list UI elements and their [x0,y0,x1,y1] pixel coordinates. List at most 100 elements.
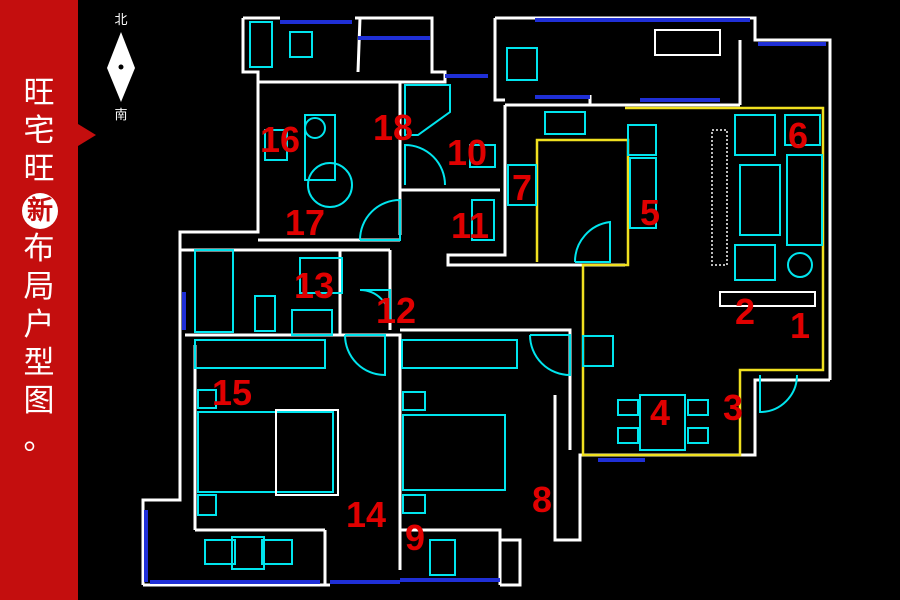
nightstand-icon [402,391,426,411]
cabinet-icon [471,199,495,241]
wardrobe-icon [401,339,518,369]
shower-corner-icon [404,84,451,136]
coffee-table-icon [739,164,781,236]
room-label-6: 6 [788,115,808,156]
door-icon [359,198,401,241]
room-label-2: 2 [735,291,755,332]
fridge-icon [627,124,657,156]
tv-cabinet-icon [719,291,816,307]
door-icon [529,334,571,377]
zone-border [535,106,825,457]
bed-icon [402,414,506,491]
cabinet-icon [249,21,273,68]
windows [144,18,826,584]
room-label-7: 7 [512,167,532,208]
wall [446,105,625,267]
banner-highlight-char: 新 [22,193,58,229]
nightstand-icon [402,494,426,514]
plant-icon [429,539,456,576]
room-label-18: 18 [373,107,413,148]
banner-char: 局 [23,269,55,305]
compass: 北 南 [107,13,135,123]
banner-char: 户 [23,307,55,343]
room-label-8: 8 [532,479,552,520]
chair-icon [617,399,639,416]
door-icon [573,220,611,263]
banner-char: 布 [23,231,55,267]
wall [500,538,522,587]
living-zone-outline [535,106,825,457]
armchair-icon [734,114,776,156]
wardrobe-icon [194,339,326,369]
room-label-16: 16 [260,119,300,160]
armchair-icon [784,114,821,146]
stove-icon [507,164,537,206]
left-banner: 旺 宅 旺 新 布 局 户 型 图 。 [0,0,78,600]
door-icon [404,143,446,186]
sofa-icon [786,154,823,246]
chair-icon [687,427,709,444]
door-icon [759,374,798,414]
room-label-5: 5 [640,192,660,233]
bathtub-icon [194,249,234,333]
room-label-17: 17 [285,202,325,243]
table-icon [231,536,265,570]
cabinet-icon [299,257,343,294]
bed-icon [197,411,334,493]
wall [493,18,505,102]
cabinet-icon [582,335,614,367]
room-label-10: 10 [447,132,487,173]
toilet-icon [264,129,288,161]
banner-char: 型 [23,345,55,381]
room-label-15: 15 [212,372,252,413]
dining-table-icon [639,394,686,451]
room-label-14: 14 [346,494,386,535]
door-icon [359,289,391,321]
plant-icon [654,29,721,56]
compass-south-label: 南 [114,107,127,123]
room-label-12: 12 [376,290,416,331]
doors [344,143,798,414]
nightstand-icon [197,389,217,409]
wall [141,82,260,585]
wall [553,378,830,542]
bathtub-icon [304,114,336,181]
bed-pillow-icon [275,409,339,496]
wall [400,328,572,450]
room-label-13: 13 [294,265,334,306]
room-labels: 1 2 3 4 5 6 7 8 9 10 11 12 13 14 15 16 1… [212,107,810,558]
wall [241,16,447,84]
room-label-1: 1 [790,305,810,346]
compass-center-icon [118,64,124,70]
armchair-icon [734,244,776,281]
banner-char: 宅 [23,113,55,149]
sink-icon [291,309,333,336]
door-icon [344,334,386,377]
counter-icon [629,157,657,229]
walls [141,16,832,587]
chair-icon [617,427,639,444]
cabinet-icon [469,144,496,168]
wall [400,528,502,585]
sink-icon [544,111,586,135]
furniture [194,21,823,576]
room-label-4: 4 [650,392,670,433]
room-label-3: 3 [723,387,743,428]
banner-char: 旺 [23,75,55,111]
rug-icon [711,129,728,266]
banner-char: 。 [23,421,55,457]
nightstand-icon [197,494,217,516]
sink-icon [304,117,326,139]
toilet-icon [254,295,276,332]
side-table-icon [787,252,813,278]
banner-char: 图 [23,383,55,419]
chair-icon [687,399,709,416]
compass-north-label: 北 [114,13,127,28]
room-label-11: 11 [451,205,489,246]
wall [178,240,390,252]
chair-icon [204,539,236,565]
shower-icon [307,162,353,208]
room-label-9: 9 [405,517,425,558]
banner-arrow-icon [78,124,96,146]
